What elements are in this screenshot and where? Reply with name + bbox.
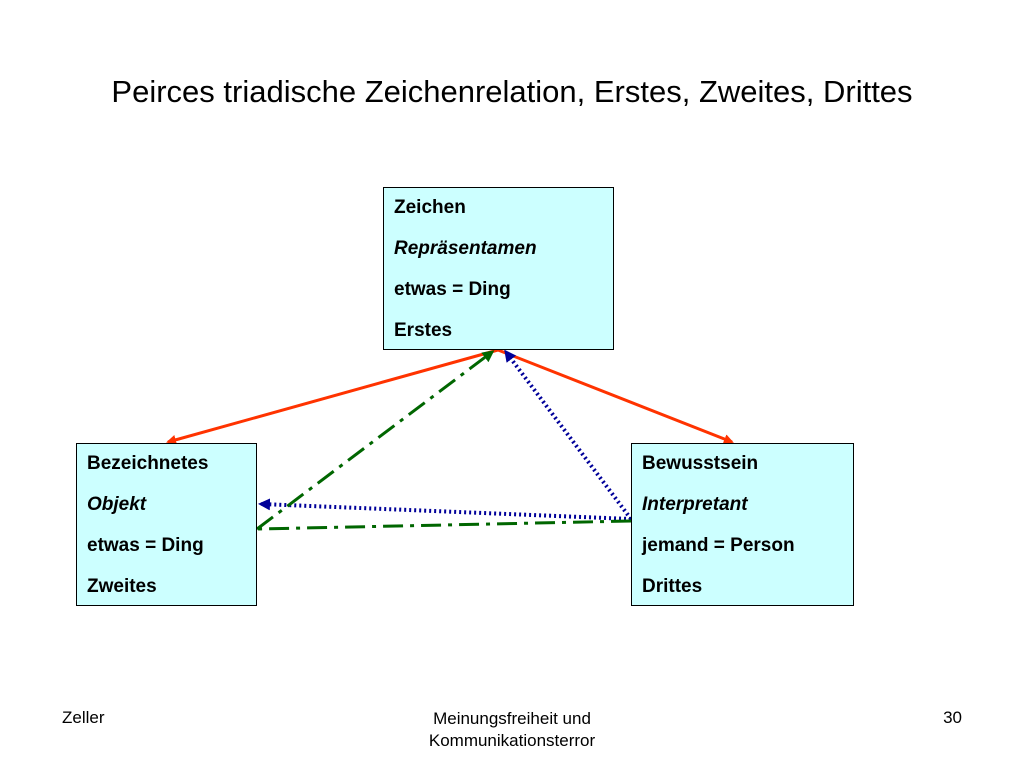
node-interpretant-category: Drittes <box>642 576 703 597</box>
footer-title-line-1: Meinungsfreiheit und <box>433 709 591 728</box>
node-objekt-label: Bezeichnetes <box>87 453 209 474</box>
node-interpretant-definition: jemand = Person <box>642 535 795 556</box>
footer-title-line-2: Kommunikationsterror <box>428 731 596 750</box>
slide-title: Peirces triadische Zeichenrelation, Erst… <box>111 74 913 109</box>
node-objekt-definition: etwas = Ding <box>87 535 204 556</box>
node-zeichen-definition: etwas = Ding <box>394 279 511 300</box>
arrow-zeichen-to-interpretant <box>497 348 734 444</box>
arrow-interpretant-to-objekt <box>258 498 632 521</box>
node-objekt: Bezeichnetes Objekt etwas = Ding Zweites <box>76 443 257 606</box>
slide-number: 30 <box>943 708 962 727</box>
node-interpretant-label: Bewusstsein <box>642 453 759 474</box>
node-objekt-term: Objekt <box>87 494 147 515</box>
node-zeichen-label: Zeichen <box>394 197 466 218</box>
node-interpretant: Bewusstsein Interpretant jemand = Person… <box>631 443 854 606</box>
footer-author: Zeller <box>62 708 105 727</box>
node-zeichen-category: Erstes <box>394 320 453 341</box>
node-objekt-category: Zweites <box>87 576 157 597</box>
node-zeichen-term: Repräsentamen <box>394 238 537 259</box>
arrow-objekt-to-zeichen-dashdot <box>256 350 495 531</box>
node-interpretant-term: Interpretant <box>642 494 748 515</box>
arrow-interpretant-to-objekt-dashdot <box>256 519 632 531</box>
node-zeichen: Zeichen Repräsentamen etwas = Ding Erste… <box>383 187 614 350</box>
footer-presentation-title: Meinungsfreiheit und Kommunikationsterro… <box>362 708 662 752</box>
arrow-zeichen-to-objekt <box>166 348 499 445</box>
